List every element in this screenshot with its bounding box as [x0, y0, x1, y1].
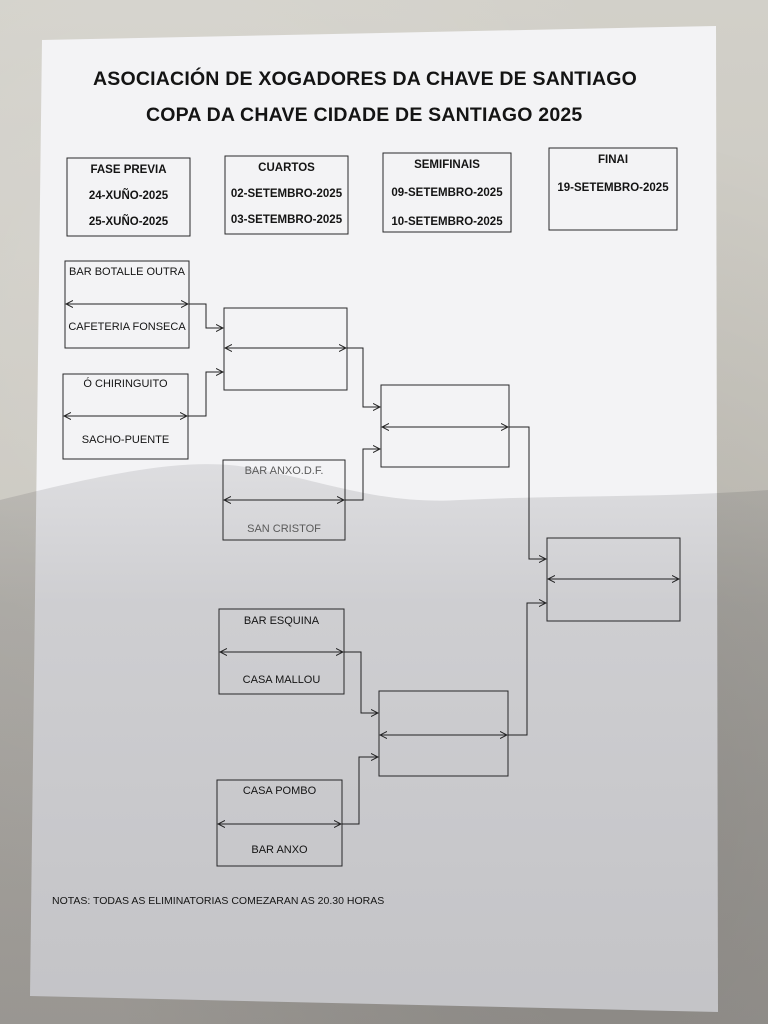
notes-text: NOTAS: TODAS AS ELIMINATORIAS COMEZARAN … — [52, 895, 385, 907]
round-box-final — [548, 147, 678, 231]
round-name-final: FINAI — [597, 154, 629, 166]
connector-2 — [188, 372, 223, 417]
team-casa-pombo: CASA POMBO — [242, 785, 317, 797]
round-name-cuartos: CUARTOS — [258, 162, 315, 174]
team-sacho-puente: SACHO-PUENTE — [81, 434, 170, 446]
round-name-semifinais: SEMIFINAIS — [414, 159, 480, 171]
title-cup: COPA DA CHAVE CIDADE DE SANTIAGO 2025 — [146, 104, 583, 126]
team-o-chiringuito: Ó CHIRINGUITO — [83, 378, 168, 390]
title-association: ASOCIACIÓN DE XOGADORES DA CHAVE DE SANT… — [93, 68, 638, 90]
team-bar-anxo: BAR ANXO — [251, 844, 308, 856]
team-casa-mallou: CASA MALLOU — [242, 674, 321, 686]
team-bar-anxo-df: BAR ANXO.D.F. — [244, 465, 324, 477]
round-name-previa: FASE PREVIA — [90, 164, 167, 176]
round-box-previa — [66, 157, 191, 237]
team-cafeteria-fonseca: CAFETERIA FONSECA — [68, 321, 186, 333]
round-date-semifinais-1: 09-SETEMBRO-2025 — [391, 187, 503, 199]
round-box-cuartos — [224, 155, 349, 235]
round-date-cuartos-1: 02-SETEMBRO-2025 — [230, 188, 343, 200]
round-box-semifinais — [382, 152, 512, 233]
round-date-final: 19-SETEMBRO-2025 — [557, 182, 669, 194]
team-bar-botalle-outra: BAR BOTALLE OUTRA — [69, 266, 185, 278]
round-date-previa-1: 24-XUÑO-2025 — [88, 190, 169, 202]
connector-1 — [189, 303, 223, 328]
team-san-cristof: SAN CRISTOF — [247, 523, 321, 535]
connector-quarter — [347, 347, 380, 407]
round-date-semifinais-2: 10-SETEMBRO-2025 — [391, 216, 503, 228]
round-date-previa-2: 25-XUÑO-2025 — [88, 216, 169, 228]
round-date-cuartos-2: 03-SETEMBRO-2025 — [230, 214, 343, 226]
team-bar-esquina: BAR ESQUINA — [243, 615, 320, 627]
